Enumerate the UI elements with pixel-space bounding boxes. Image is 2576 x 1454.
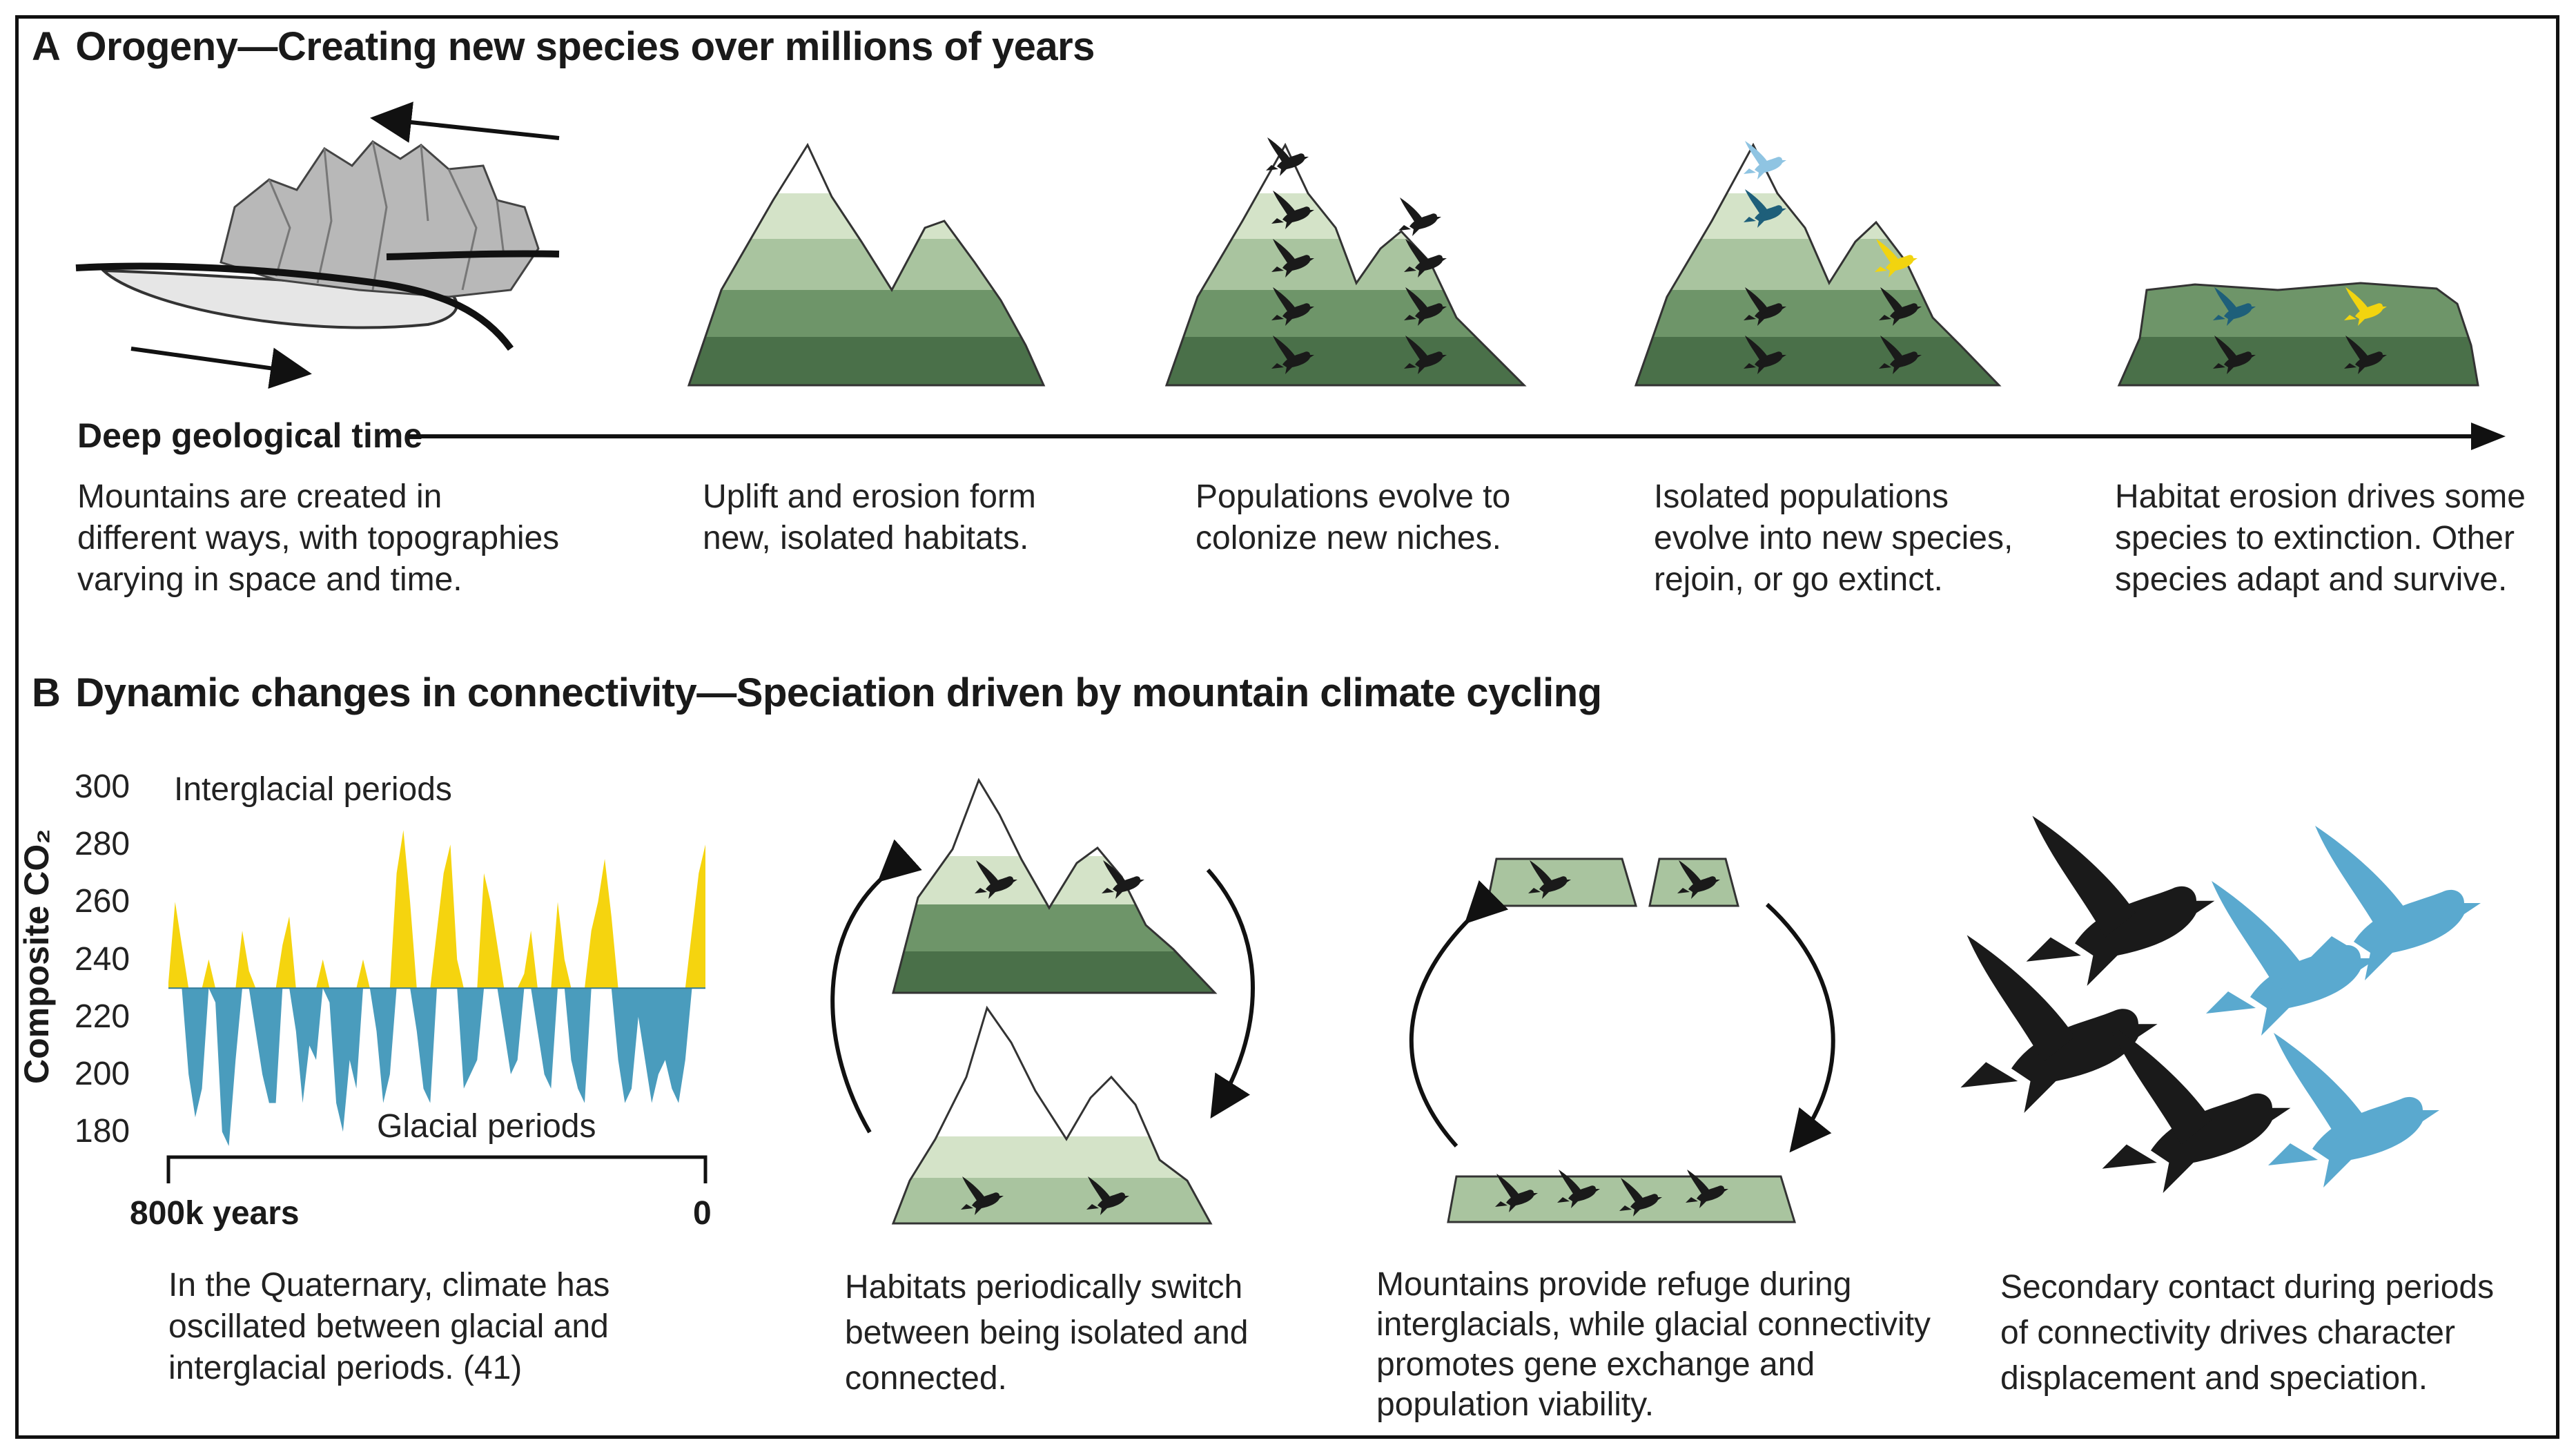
uplift-mountain: [687, 142, 1046, 387]
hummingbird-icon: [2206, 881, 2377, 1036]
hummingbird-icon: [1960, 935, 2158, 1113]
glacial-label: Glacial periods: [377, 1108, 596, 1145]
timeline-arrowhead: [2471, 423, 2506, 450]
caption-b-4: Secondary contact during periods of conn…: [2000, 1269, 2495, 1397]
caption-b-3: Mountains provide refuge during intergla…: [1376, 1266, 1931, 1423]
cycle-arrow-right: [1206, 868, 1255, 1119]
y-tick-label: 240: [75, 940, 130, 978]
timeline-label: Deep geological time: [77, 416, 423, 455]
y-tick-label: 300: [75, 768, 130, 805]
glacial-lowland: [1447, 1170, 1797, 1223]
y-tick-label: 260: [75, 883, 130, 920]
refuge-arrow-right: [1765, 902, 1835, 1153]
x-axis-bracket: [166, 1155, 708, 1183]
caption-a-3: Populations evolve to colonize new niche…: [1196, 478, 1511, 556]
y-tick-label: 200: [75, 1056, 130, 1092]
panel-a-title-text: Orogeny—Creating new species over millio…: [75, 24, 1095, 69]
y-tick-label: 280: [75, 826, 130, 863]
co2-chart: [166, 830, 708, 1183]
hummingbird-icon: [2268, 1033, 2439, 1188]
hummingbird-icon: [1398, 197, 1441, 236]
tectonic-plate-illustration: [75, 101, 560, 389]
connected-mountain: [891, 1005, 1213, 1225]
interglacial-label: Interglacial periods: [174, 771, 452, 808]
caption-b-1: In the Quaternary, climate has oscillate…: [168, 1267, 610, 1386]
caption-b-2: Habitats periodically switch between bei…: [845, 1269, 1249, 1397]
figure-frame: [15, 15, 2559, 1439]
y-tick-label: 220: [75, 998, 130, 1035]
x-start-label: 800k years: [130, 1195, 300, 1232]
hummingbird-icon: [2026, 815, 2215, 986]
speciation-mountain: [1634, 142, 2002, 387]
isolated-mountain: [892, 777, 1218, 994]
refuge-arrow-left: [1409, 880, 1509, 1148]
caption-a-5: Habitat erosion drives some species to e…: [2115, 478, 2526, 598]
secondary-contact-birds: [1960, 815, 2481, 1193]
interglacial-refuges: [1485, 857, 1739, 907]
x-end-label: 0: [693, 1195, 712, 1232]
cycle-arrow-left: [830, 839, 922, 1134]
hummingbird-icon: [2102, 1022, 2291, 1193]
caption-a-1: Mountains are created in different ways,…: [77, 478, 560, 598]
panel-b-letter: B: [32, 670, 61, 715]
caption-a-2: Uplift and erosion form new, isolated ha…: [703, 478, 1036, 556]
colonize-mountain: [1164, 142, 1527, 387]
panel-b-title-text: Dynamic changes in connectivity—Speciati…: [75, 670, 1602, 715]
panel-a-letter: A: [32, 24, 61, 69]
y-tick-label: 180: [75, 1113, 130, 1150]
eroded-mountain: [2117, 282, 2479, 387]
interglacial-area: [168, 830, 705, 989]
caption-a-4: Isolated populations evolve into new spe…: [1654, 478, 2013, 598]
panel-a-title: A Orogeny—Creating new species over milli…: [32, 23, 1095, 70]
panel-b-title: B Dynamic changes in connectivity—Speciat…: [32, 670, 1602, 716]
glacial-area: [168, 988, 705, 1146]
